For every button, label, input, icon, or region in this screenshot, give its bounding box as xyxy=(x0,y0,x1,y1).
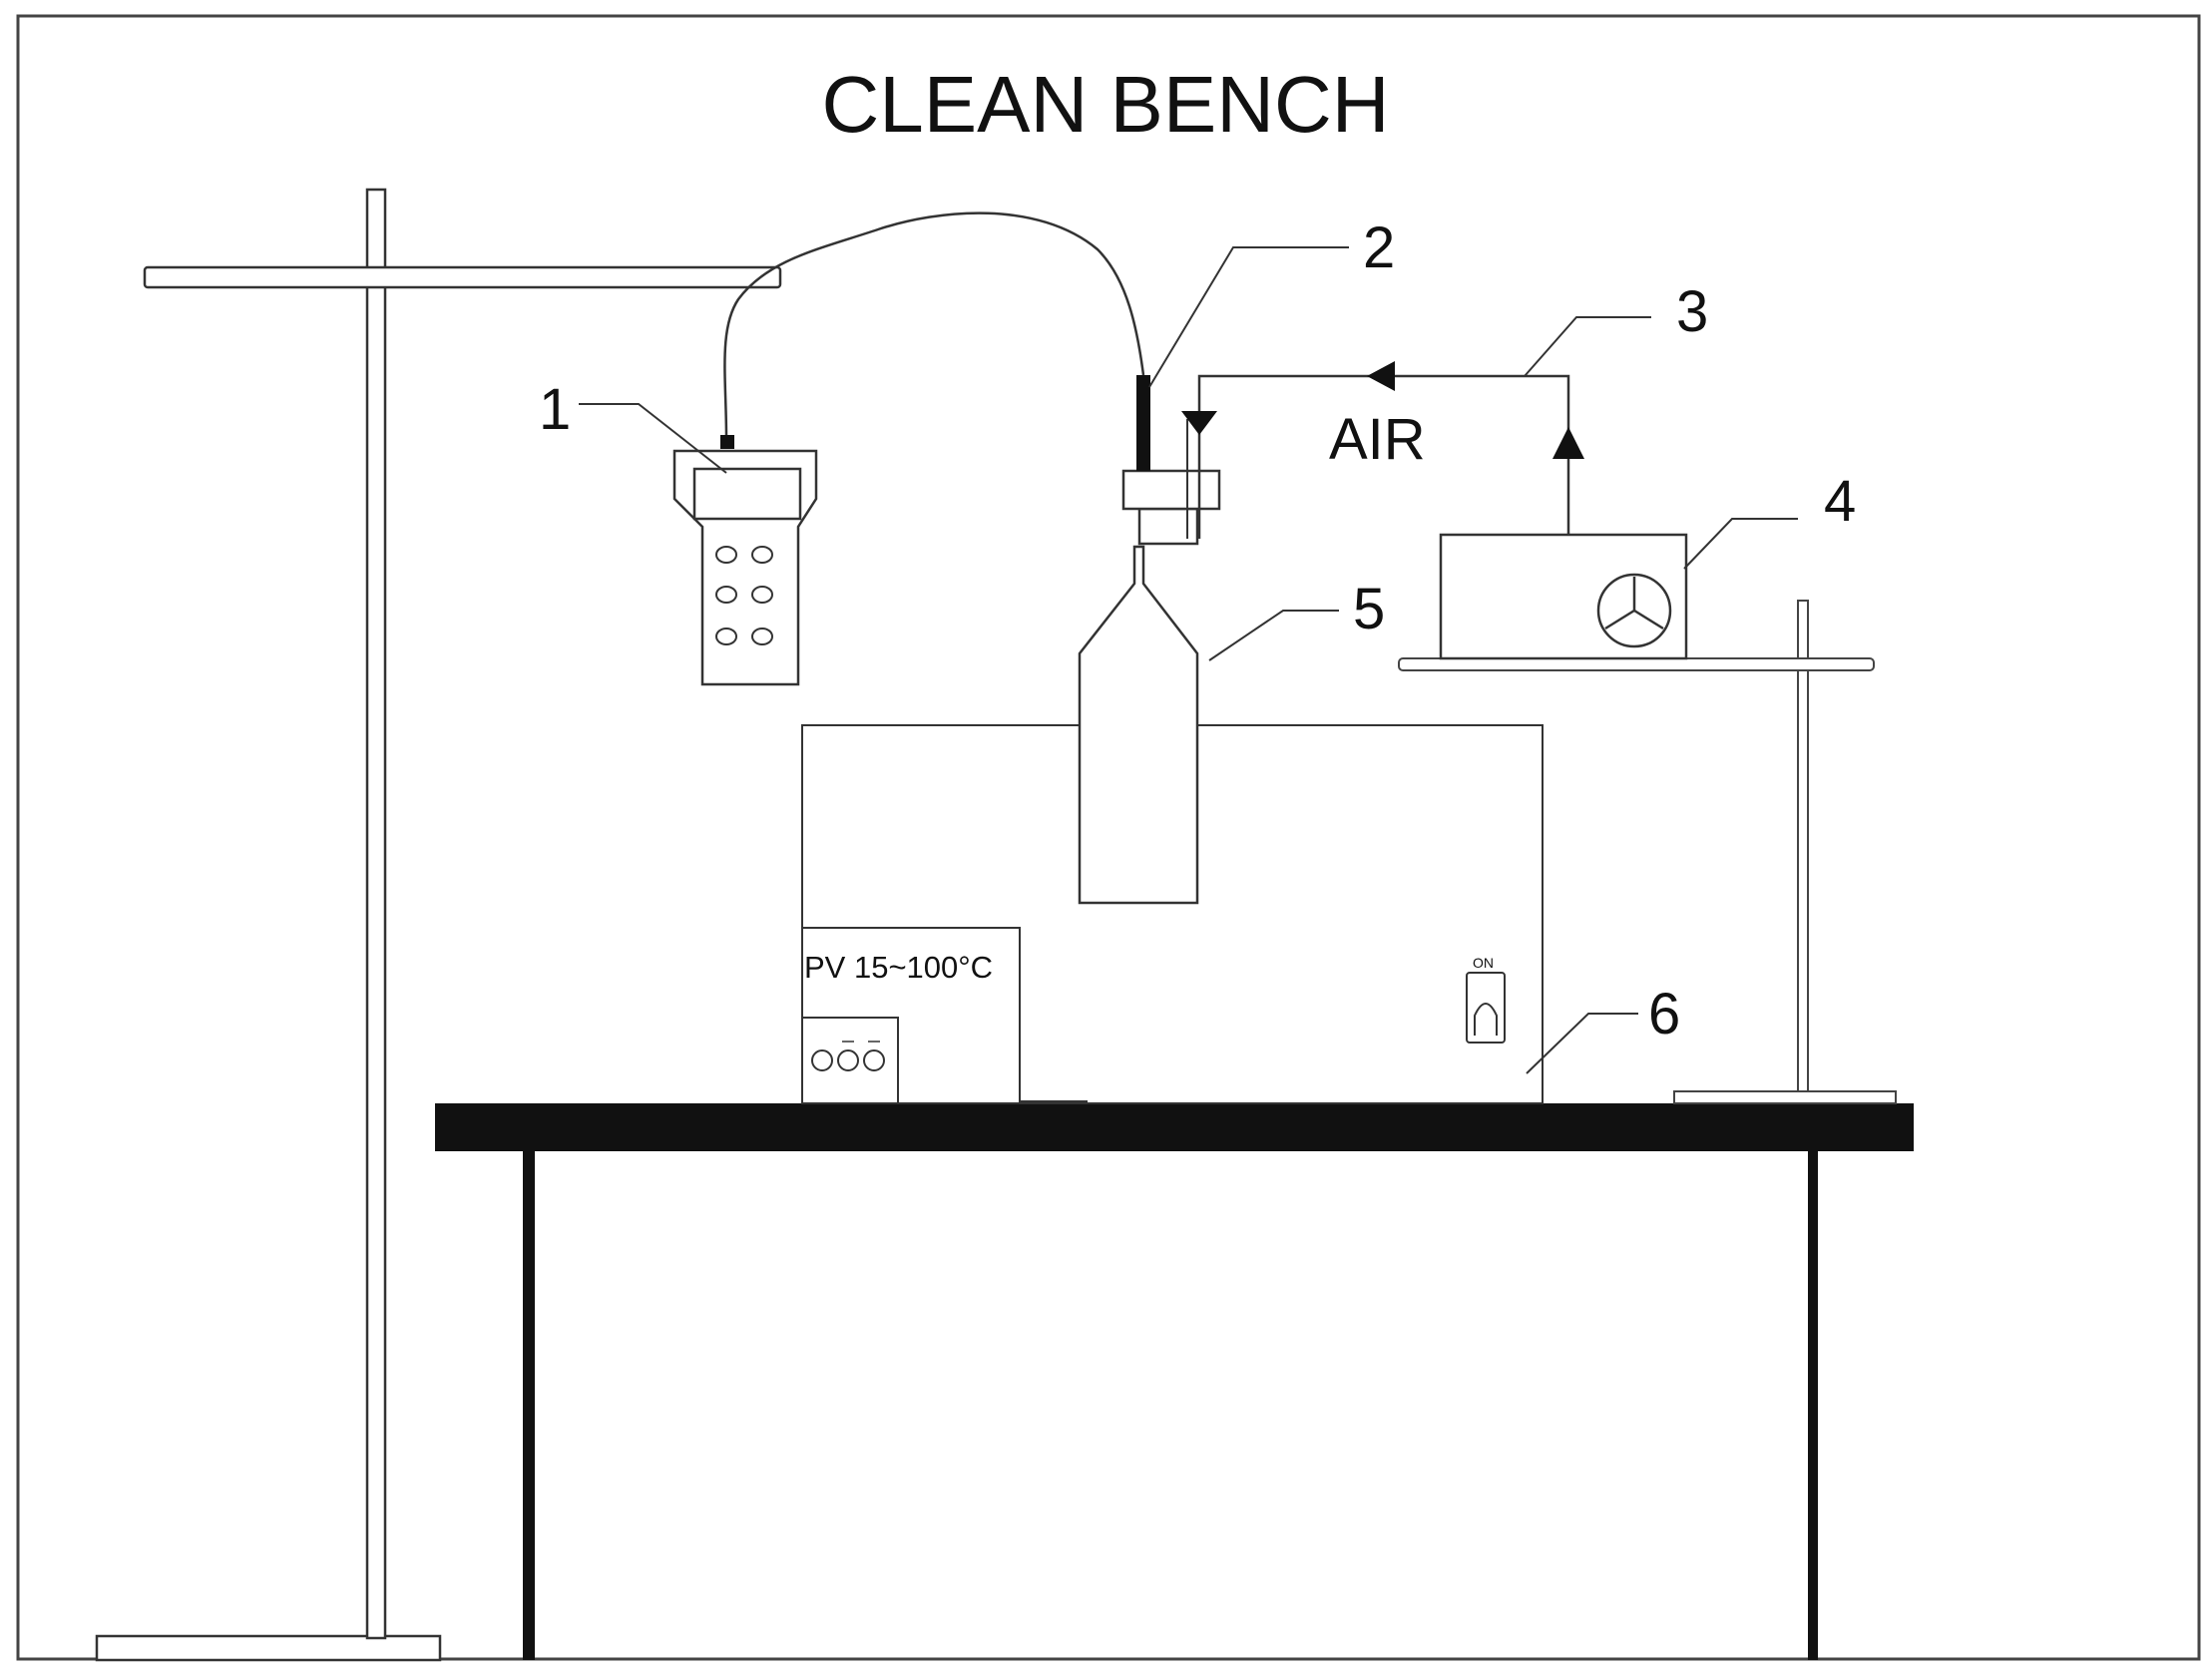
retort-stand-left xyxy=(95,188,782,1662)
callout-2: 2 xyxy=(1363,215,1395,280)
bath-display-text: PV 15~100°C xyxy=(804,950,993,985)
leader-4 xyxy=(1683,518,1798,570)
bottle-cap xyxy=(1121,469,1221,511)
bench-leg-left xyxy=(523,1151,535,1660)
meter-key xyxy=(751,586,773,604)
stand-rod-left xyxy=(365,188,387,1640)
meter-key xyxy=(715,546,737,564)
meter-plug xyxy=(720,435,734,449)
meter-keypad xyxy=(715,546,773,645)
bath-knob-box xyxy=(801,1017,899,1104)
leader-1 xyxy=(579,403,727,474)
leader-6 xyxy=(1526,1013,1638,1074)
callout-6: 6 xyxy=(1648,982,1680,1047)
bench-top xyxy=(435,1103,1914,1151)
air-label: AIR xyxy=(1329,407,1426,472)
stand-arm-left xyxy=(143,265,782,289)
stand-base-right xyxy=(1673,1090,1897,1104)
probe-cable xyxy=(723,211,1145,440)
bottle-body xyxy=(1078,545,1199,905)
leader-5 xyxy=(1208,610,1339,661)
probe xyxy=(1136,375,1150,471)
callout-1: 1 xyxy=(539,377,571,442)
meter-key xyxy=(715,586,737,604)
callout-leaders xyxy=(579,246,1798,1074)
air-arrow-left-icon xyxy=(1367,361,1395,391)
power-switch-toggle xyxy=(1474,1003,1498,1036)
leader-2 xyxy=(1148,246,1349,388)
meter-screen xyxy=(692,467,802,521)
sample-bottle xyxy=(1078,469,1221,905)
air-arrow-up-icon xyxy=(1552,427,1584,459)
bench-leg-right xyxy=(1808,1151,1818,1660)
meter-key xyxy=(751,628,773,645)
stand-rod-right xyxy=(1797,600,1809,1092)
callout-5: 5 xyxy=(1353,577,1385,641)
callout-4: 4 xyxy=(1824,469,1856,534)
power-switch xyxy=(1466,972,1506,1044)
handheld-meter xyxy=(672,435,818,686)
air-arrow-down-icon xyxy=(1181,411,1217,435)
callout-3: 3 xyxy=(1676,279,1708,344)
stand-base-left xyxy=(95,1634,442,1662)
power-switch-label: ON xyxy=(1473,955,1494,971)
bath-knob-3 xyxy=(863,1049,885,1071)
meter-key xyxy=(751,546,773,564)
bath-knob-1 xyxy=(811,1049,833,1071)
fan-blade xyxy=(1633,609,1664,630)
retort-stand-right xyxy=(1398,600,1897,1104)
leader-3 xyxy=(1524,316,1651,377)
fan-blade xyxy=(1604,609,1635,630)
diagram-title: CLEAN BENCH xyxy=(821,60,1389,149)
bench-table xyxy=(435,1103,1914,1660)
meter-key xyxy=(715,628,737,645)
bottle-neck xyxy=(1137,507,1199,546)
air-pump xyxy=(1439,533,1688,660)
pump-platform xyxy=(1398,657,1875,671)
bath-knob-2 xyxy=(837,1049,859,1071)
